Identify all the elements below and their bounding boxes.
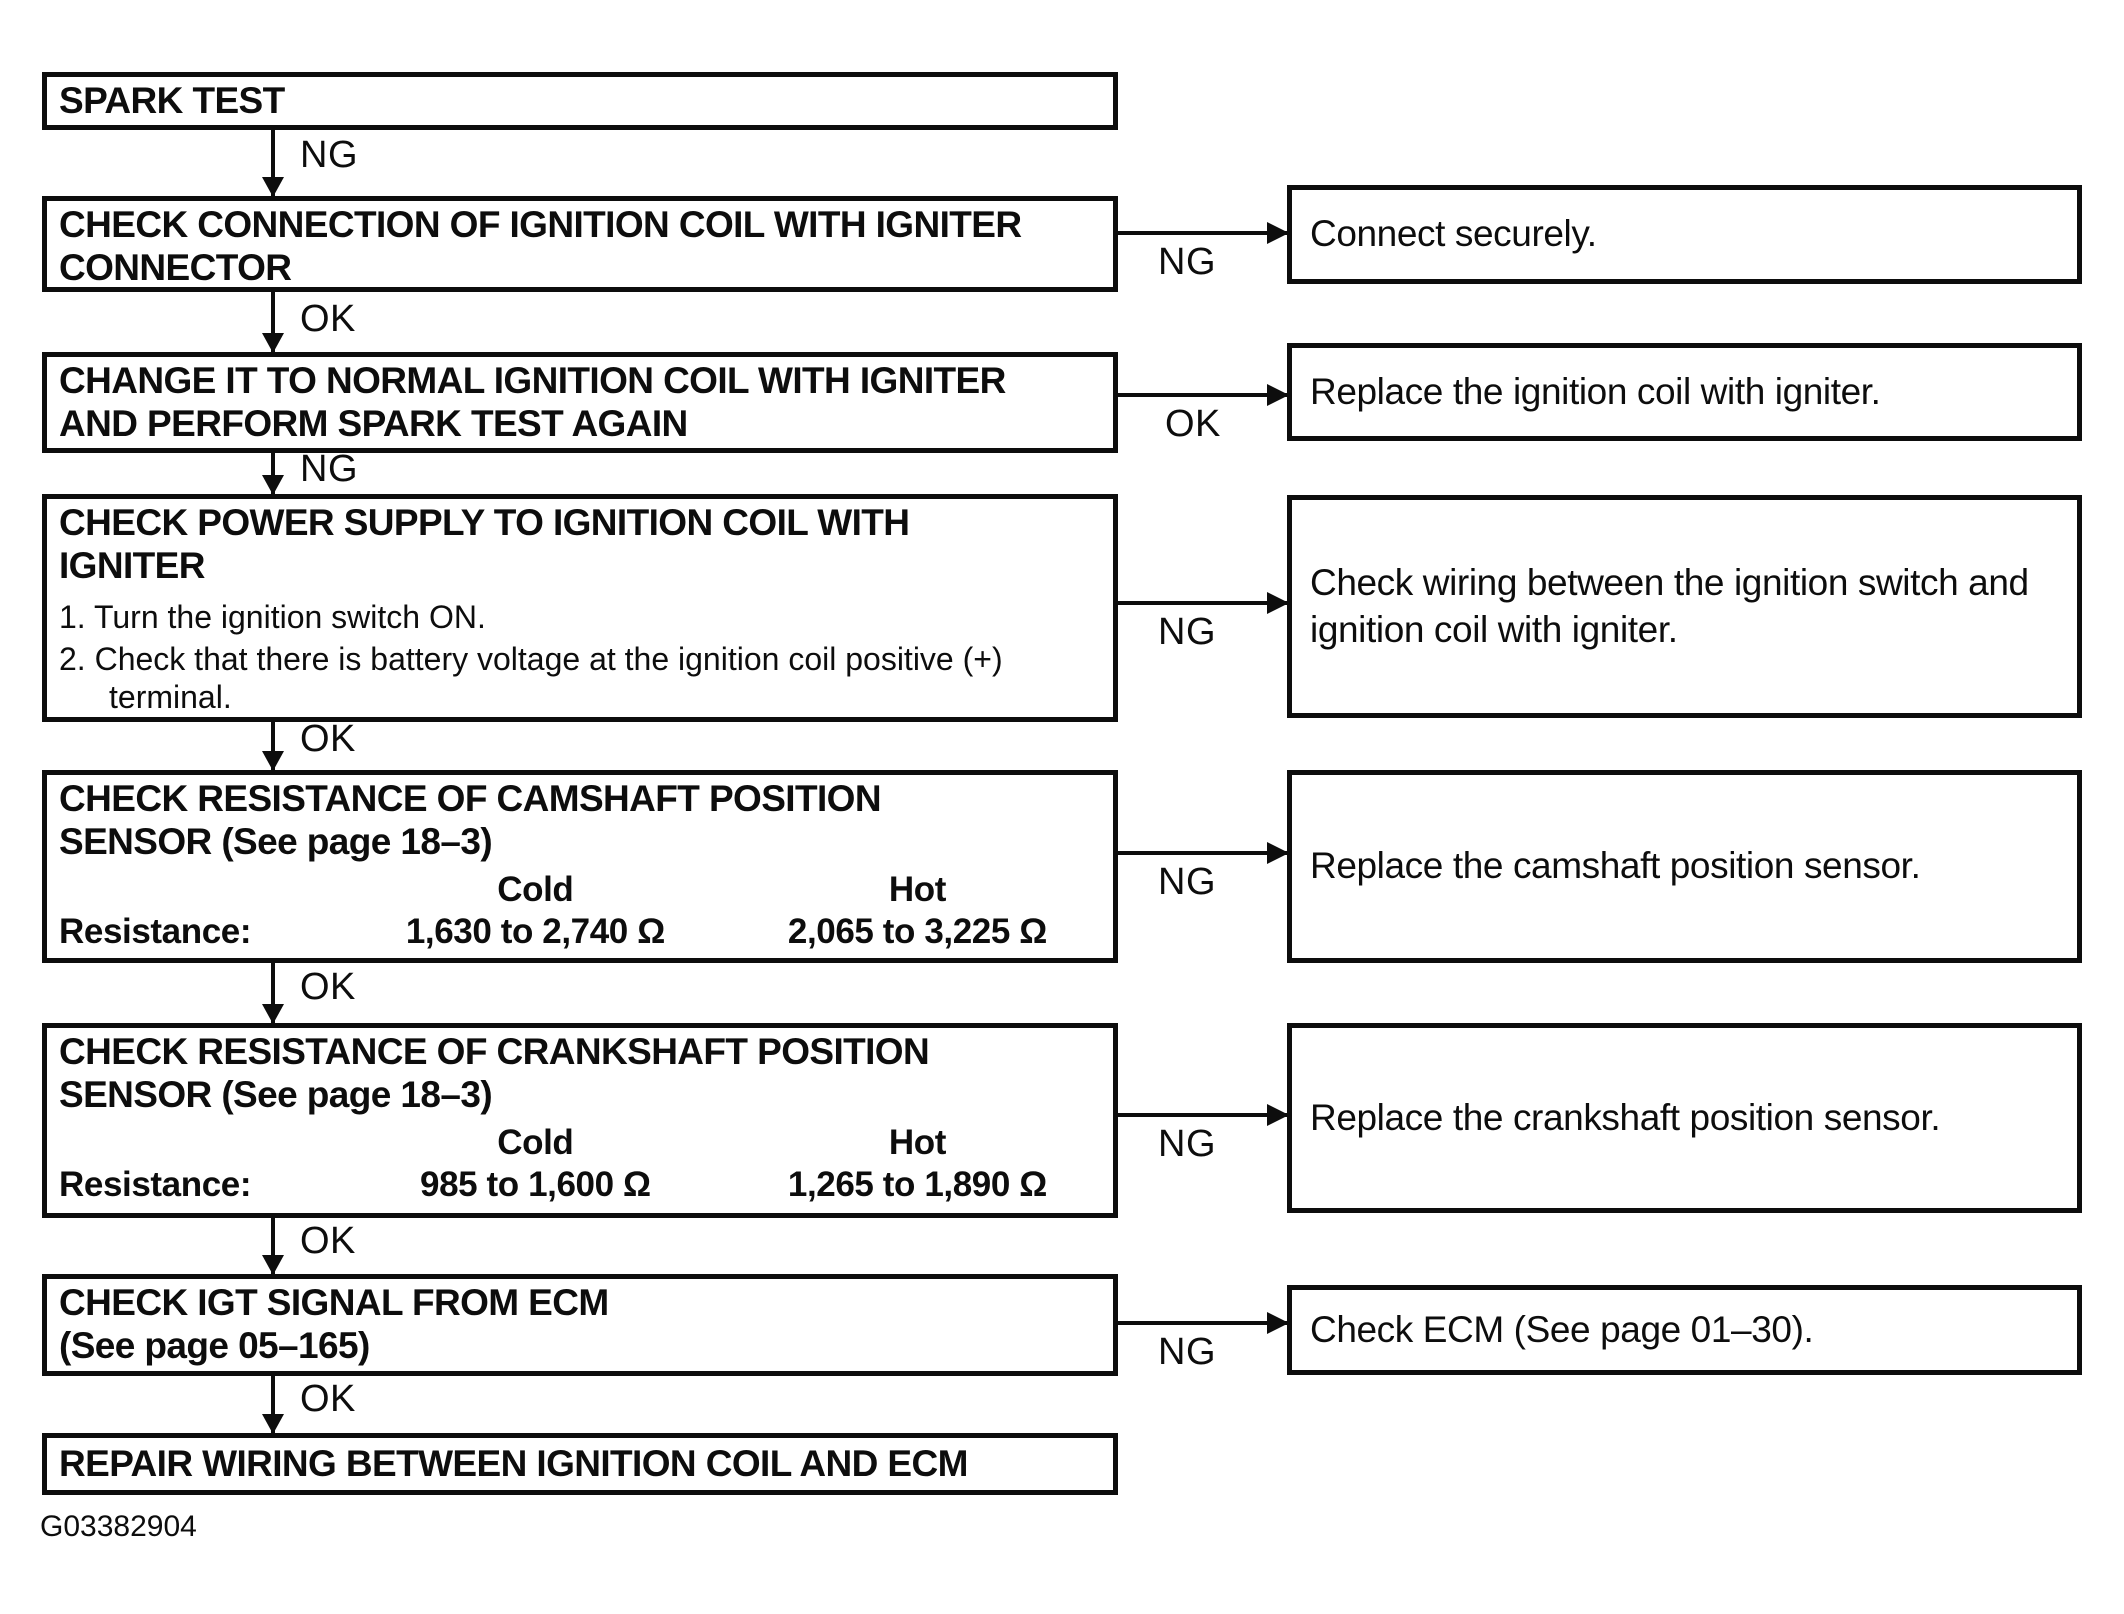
spec-header-cold: Cold <box>497 1122 574 1162</box>
arrow-down-icon <box>262 453 284 495</box>
spec-value-hot: 2,065 to 3,225 Ω <box>787 911 1047 951</box>
procedure-item: 2. Check that there is battery voltage a… <box>59 640 1003 716</box>
step-title: CHANGE IT TO NORMAL IGNITION COIL WITH I… <box>59 360 1006 445</box>
arrow-result-label: OK <box>300 1220 356 1262</box>
action-box-connect-securely: Connect securely. <box>1287 185 2082 284</box>
spec-header-row: Cold Hot <box>59 870 1101 910</box>
branch-result-label: NG <box>1158 1331 1216 1373</box>
arrow-result-label: NG <box>300 448 358 490</box>
arrow-right-icon <box>1118 1104 1289 1126</box>
spec-value-row: Resistance: 985 to 1,600 Ω 1,265 to 1,89… <box>59 1165 1101 1205</box>
arrow-down-icon <box>262 1376 284 1434</box>
resistance-spec-table: Cold Hot Resistance: 1,630 to 2,740 Ω 2,… <box>59 870 1101 952</box>
arrow-result-label: OK <box>300 298 356 340</box>
step-box-check-igt-signal: CHECK IGT SIGNAL FROM ECM (See page 05–1… <box>42 1274 1118 1376</box>
arrow-result-label: OK <box>300 966 356 1008</box>
arrow-down-icon <box>262 130 284 197</box>
branch-result-label: NG <box>1158 1123 1216 1165</box>
step-box-camshaft-sensor-resistance: CHECK RESISTANCE OF CAMSHAFT POSITION SE… <box>42 770 1118 963</box>
action-text: Replace the camshaft position sensor. <box>1310 845 1921 887</box>
action-text: Check wiring between the ignition switch… <box>1310 562 2029 650</box>
arrow-down-icon <box>262 1218 284 1275</box>
spec-row-label: Resistance: <box>59 911 252 951</box>
step-box-change-coil-retest: CHANGE IT TO NORMAL IGNITION COIL WITH I… <box>42 352 1118 453</box>
spec-header-hot: Hot <box>888 1122 947 1162</box>
arrow-result-label: OK <box>300 718 356 760</box>
spec-header-hot: Hot <box>888 869 947 909</box>
spec-header-row: Cold Hot <box>59 1123 1101 1163</box>
branch-result-label: NG <box>1158 611 1216 653</box>
action-text: Replace the ignition coil with igniter. <box>1310 370 1881 412</box>
step-title: REPAIR WIRING BETWEEN IGNITION COIL AND … <box>59 1443 968 1485</box>
figure-code: G03382904 <box>40 1510 197 1543</box>
step-box-repair-wiring: REPAIR WIRING BETWEEN IGNITION COIL AND … <box>42 1433 1118 1495</box>
step-title: SPARK TEST <box>59 80 285 122</box>
action-text: Connect securely. <box>1310 213 1597 255</box>
step-box-spark-test: SPARK TEST <box>42 72 1118 130</box>
arrow-down-icon <box>262 722 284 771</box>
arrow-right-icon <box>1118 592 1289 614</box>
spec-value-row: Resistance: 1,630 to 2,740 Ω 2,065 to 3,… <box>59 912 1101 952</box>
action-box-replace-coil: Replace the ignition coil with igniter. <box>1287 343 2082 441</box>
spec-row-label: Resistance: <box>59 1164 252 1204</box>
action-text: Check ECM (See page 01–30). <box>1310 1308 1814 1350</box>
branch-result-label: OK <box>1165 403 1221 445</box>
branch-result-label: NG <box>1158 861 1216 903</box>
spec-value-cold: 1,630 to 2,740 Ω <box>405 911 665 951</box>
spec-spacer <box>59 1123 337 1163</box>
arrow-down-icon <box>262 963 284 1024</box>
spec-value-cold: 985 to 1,600 Ω <box>420 1164 651 1204</box>
branch-result-label: NG <box>1158 241 1216 283</box>
arrow-result-label: NG <box>300 134 358 176</box>
action-box-replace-crankshaft-sensor: Replace the crankshaft position sensor. <box>1287 1023 2082 1213</box>
spec-header-cold: Cold <box>497 869 574 909</box>
action-box-check-wiring-switch: Check wiring between the ignition switch… <box>1287 495 2082 718</box>
spec-spacer <box>59 870 337 910</box>
step-box-crankshaft-sensor-resistance: CHECK RESISTANCE OF CRANKSHAFT POSITION … <box>42 1023 1118 1218</box>
arrow-right-icon <box>1118 222 1289 244</box>
action-text: Replace the crankshaft position sensor. <box>1310 1096 1941 1138</box>
step-title: CHECK RESISTANCE OF CRANKSHAFT POSITION … <box>59 1031 930 1116</box>
action-box-replace-camshaft-sensor: Replace the camshaft position sensor. <box>1287 770 2082 963</box>
arrow-result-label: OK <box>300 1378 356 1420</box>
arrow-right-icon <box>1118 842 1289 864</box>
step-title: CHECK POWER SUPPLY TO IGNITION COIL WITH… <box>59 502 910 587</box>
step-title: CHECK RESISTANCE OF CAMSHAFT POSITION SE… <box>59 778 882 863</box>
arrow-right-icon <box>1118 1312 1289 1334</box>
step-title: CHECK CONNECTION OF IGNITION COIL WITH I… <box>59 204 1022 289</box>
resistance-spec-table: Cold Hot Resistance: 985 to 1,600 Ω 1,26… <box>59 1123 1101 1205</box>
action-box-check-ecm: Check ECM (See page 01–30). <box>1287 1285 2082 1375</box>
spec-value-hot: 1,265 to 1,890 Ω <box>787 1164 1047 1204</box>
arrow-down-icon <box>262 292 284 353</box>
step-title: CHECK IGT SIGNAL FROM ECM (See page 05–1… <box>59 1282 609 1367</box>
arrow-right-icon <box>1118 384 1289 406</box>
step-box-check-power-supply: CHECK POWER SUPPLY TO IGNITION COIL WITH… <box>42 494 1118 722</box>
step-box-check-connection: CHECK CONNECTION OF IGNITION COIL WITH I… <box>42 196 1118 292</box>
procedure-item: 1. Turn the ignition switch ON. <box>59 598 486 635</box>
